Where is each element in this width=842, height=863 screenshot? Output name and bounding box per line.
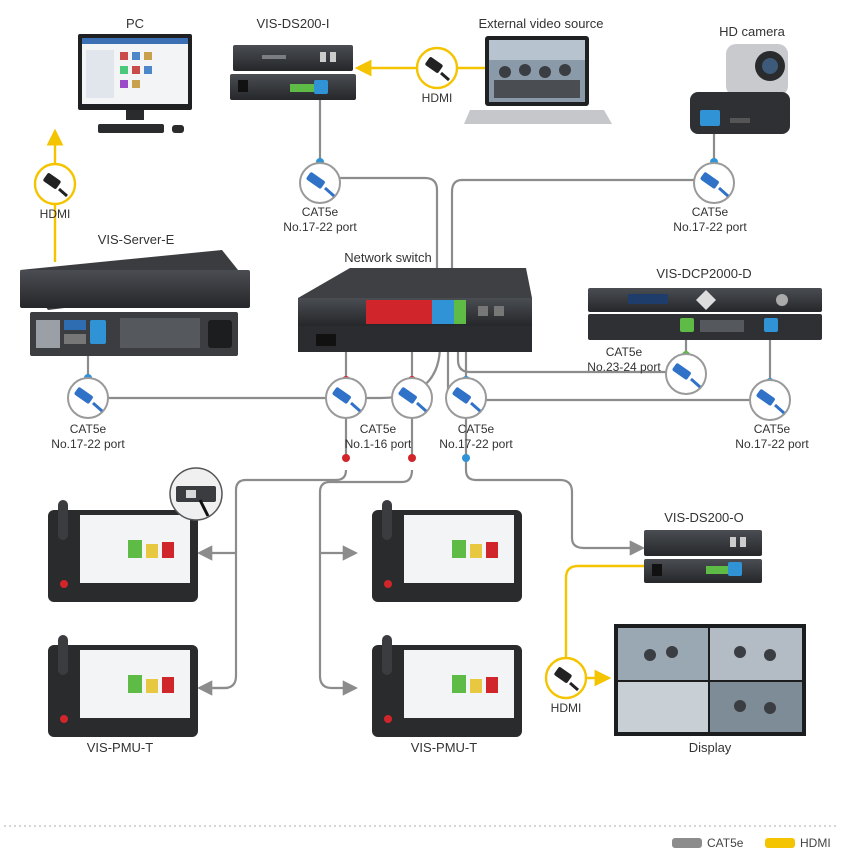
label-ds200i: VIS-DS200-I	[257, 16, 330, 31]
connection-labels: HDMI HDMI HDMI CAT5e No.17-22 port CAT5e…	[40, 91, 810, 715]
line-camera-switch	[444, 130, 716, 304]
hdmi-plug-icon	[554, 667, 579, 692]
label-server-cat: CAT5e	[70, 422, 107, 436]
pc-device	[78, 34, 192, 133]
legend-cat5e-swatch	[672, 838, 702, 848]
network-switch-device	[298, 268, 532, 352]
label-network-switch: Network switch	[344, 250, 431, 265]
display-device	[614, 624, 806, 736]
label-dcp-green-port: No.23-24 port	[587, 360, 661, 374]
label-dcp-blue-port: No.17-22 port	[735, 437, 809, 451]
label-dcp-green-cat: CAT5e	[606, 345, 643, 359]
legend-hdmi-swatch	[765, 838, 795, 848]
cable-badge-pmu-b	[391, 377, 433, 419]
pmu-unit-bottom-right	[372, 635, 522, 737]
cable-badge-server	[67, 377, 109, 419]
label-pc: PC	[126, 16, 144, 31]
label-pmu-right: VIS-PMU-T	[411, 740, 478, 755]
label-hdmi-display: HDMI	[551, 701, 582, 715]
ethernet-cable-icon	[700, 172, 729, 198]
ethernet-cable-icon	[306, 172, 335, 198]
label-pmu-cat: CAT5e	[360, 422, 397, 436]
label-ds200i-cat: CAT5e	[302, 205, 339, 219]
cable-badge-ds200o	[445, 377, 487, 419]
dot-ds200o	[462, 454, 470, 462]
legend-hdmi-label: HDMI	[800, 836, 831, 850]
dot-pmu-c	[342, 454, 350, 462]
ds200i-device	[230, 45, 356, 100]
label-camera-port: No.17-22 port	[673, 220, 747, 234]
external-video-device	[464, 36, 612, 124]
line-pmu-left	[200, 469, 348, 690]
line-ds200i-switch	[318, 95, 445, 304]
hdmi-badge-display	[544, 656, 588, 700]
pmu-unit-top-left	[48, 500, 198, 602]
ethernet-cable-icon	[756, 389, 785, 415]
ethernet-cable-icon	[332, 387, 361, 413]
hdmi-plug-icon	[425, 57, 450, 82]
cable-badge-pmu-a	[325, 377, 367, 419]
label-dcp2000: VIS-DCP2000-D	[656, 266, 751, 281]
ethernet-cable-icon	[74, 387, 103, 413]
hdmi-badge-pc	[33, 162, 77, 206]
cable-badge-camera	[693, 162, 735, 204]
cable-badge-dcp-green	[665, 353, 707, 395]
label-pmu-left: VIS-PMU-T	[87, 740, 154, 755]
label-external-video: External video source	[478, 16, 603, 31]
pmu-unit-bottom-left	[48, 635, 198, 737]
label-server: VIS-Server-E	[98, 232, 175, 247]
label-ds200o: VIS-DS200-O	[664, 510, 743, 525]
label-hd-camera: HD camera	[719, 24, 786, 39]
label-ds200o-port: No.17-22 port	[439, 437, 513, 451]
hd-camera-device	[690, 44, 790, 134]
label-camera-cat: CAT5e	[692, 205, 729, 219]
line-switch-ds200o	[464, 340, 646, 556]
label-display: Display	[689, 740, 732, 755]
hdmi-badge-ds200i	[415, 46, 459, 90]
dcp2000-device	[588, 288, 822, 340]
server-device	[20, 250, 250, 356]
ethernet-cable-icon	[452, 387, 481, 413]
cable-badge-ds200i	[299, 162, 341, 204]
label-hdmi-pc: HDMI	[40, 207, 71, 221]
ethernet-cable-icon	[398, 387, 427, 413]
line-switch-dcp-green	[456, 330, 688, 374]
legend-cat5e-label: CAT5e	[707, 836, 744, 850]
hdmi-plug-icon	[43, 173, 68, 198]
pmu-unit-top-right	[372, 500, 522, 602]
ds200o-device	[644, 530, 762, 583]
label-hdmi-ds200i: HDMI	[422, 91, 453, 105]
device-labels: PC VIS-DS200-I External video source HD …	[87, 16, 786, 755]
dot-pmu-d	[408, 454, 416, 462]
label-ds200i-port: No.17-22 port	[283, 220, 357, 234]
line-pmu-right	[318, 469, 414, 696]
ethernet-cable-icon	[672, 363, 701, 389]
pmu-port-zoom	[169, 467, 223, 521]
legend: CAT5e HDMI	[672, 836, 831, 850]
label-ds200o-cat: CAT5e	[458, 422, 495, 436]
label-server-port: No.17-22 port	[51, 437, 125, 451]
label-dcp-blue-cat: CAT5e	[754, 422, 791, 436]
label-pmu-port: No.1-16 port	[345, 437, 412, 451]
cable-badge-dcp-blue	[749, 379, 791, 421]
